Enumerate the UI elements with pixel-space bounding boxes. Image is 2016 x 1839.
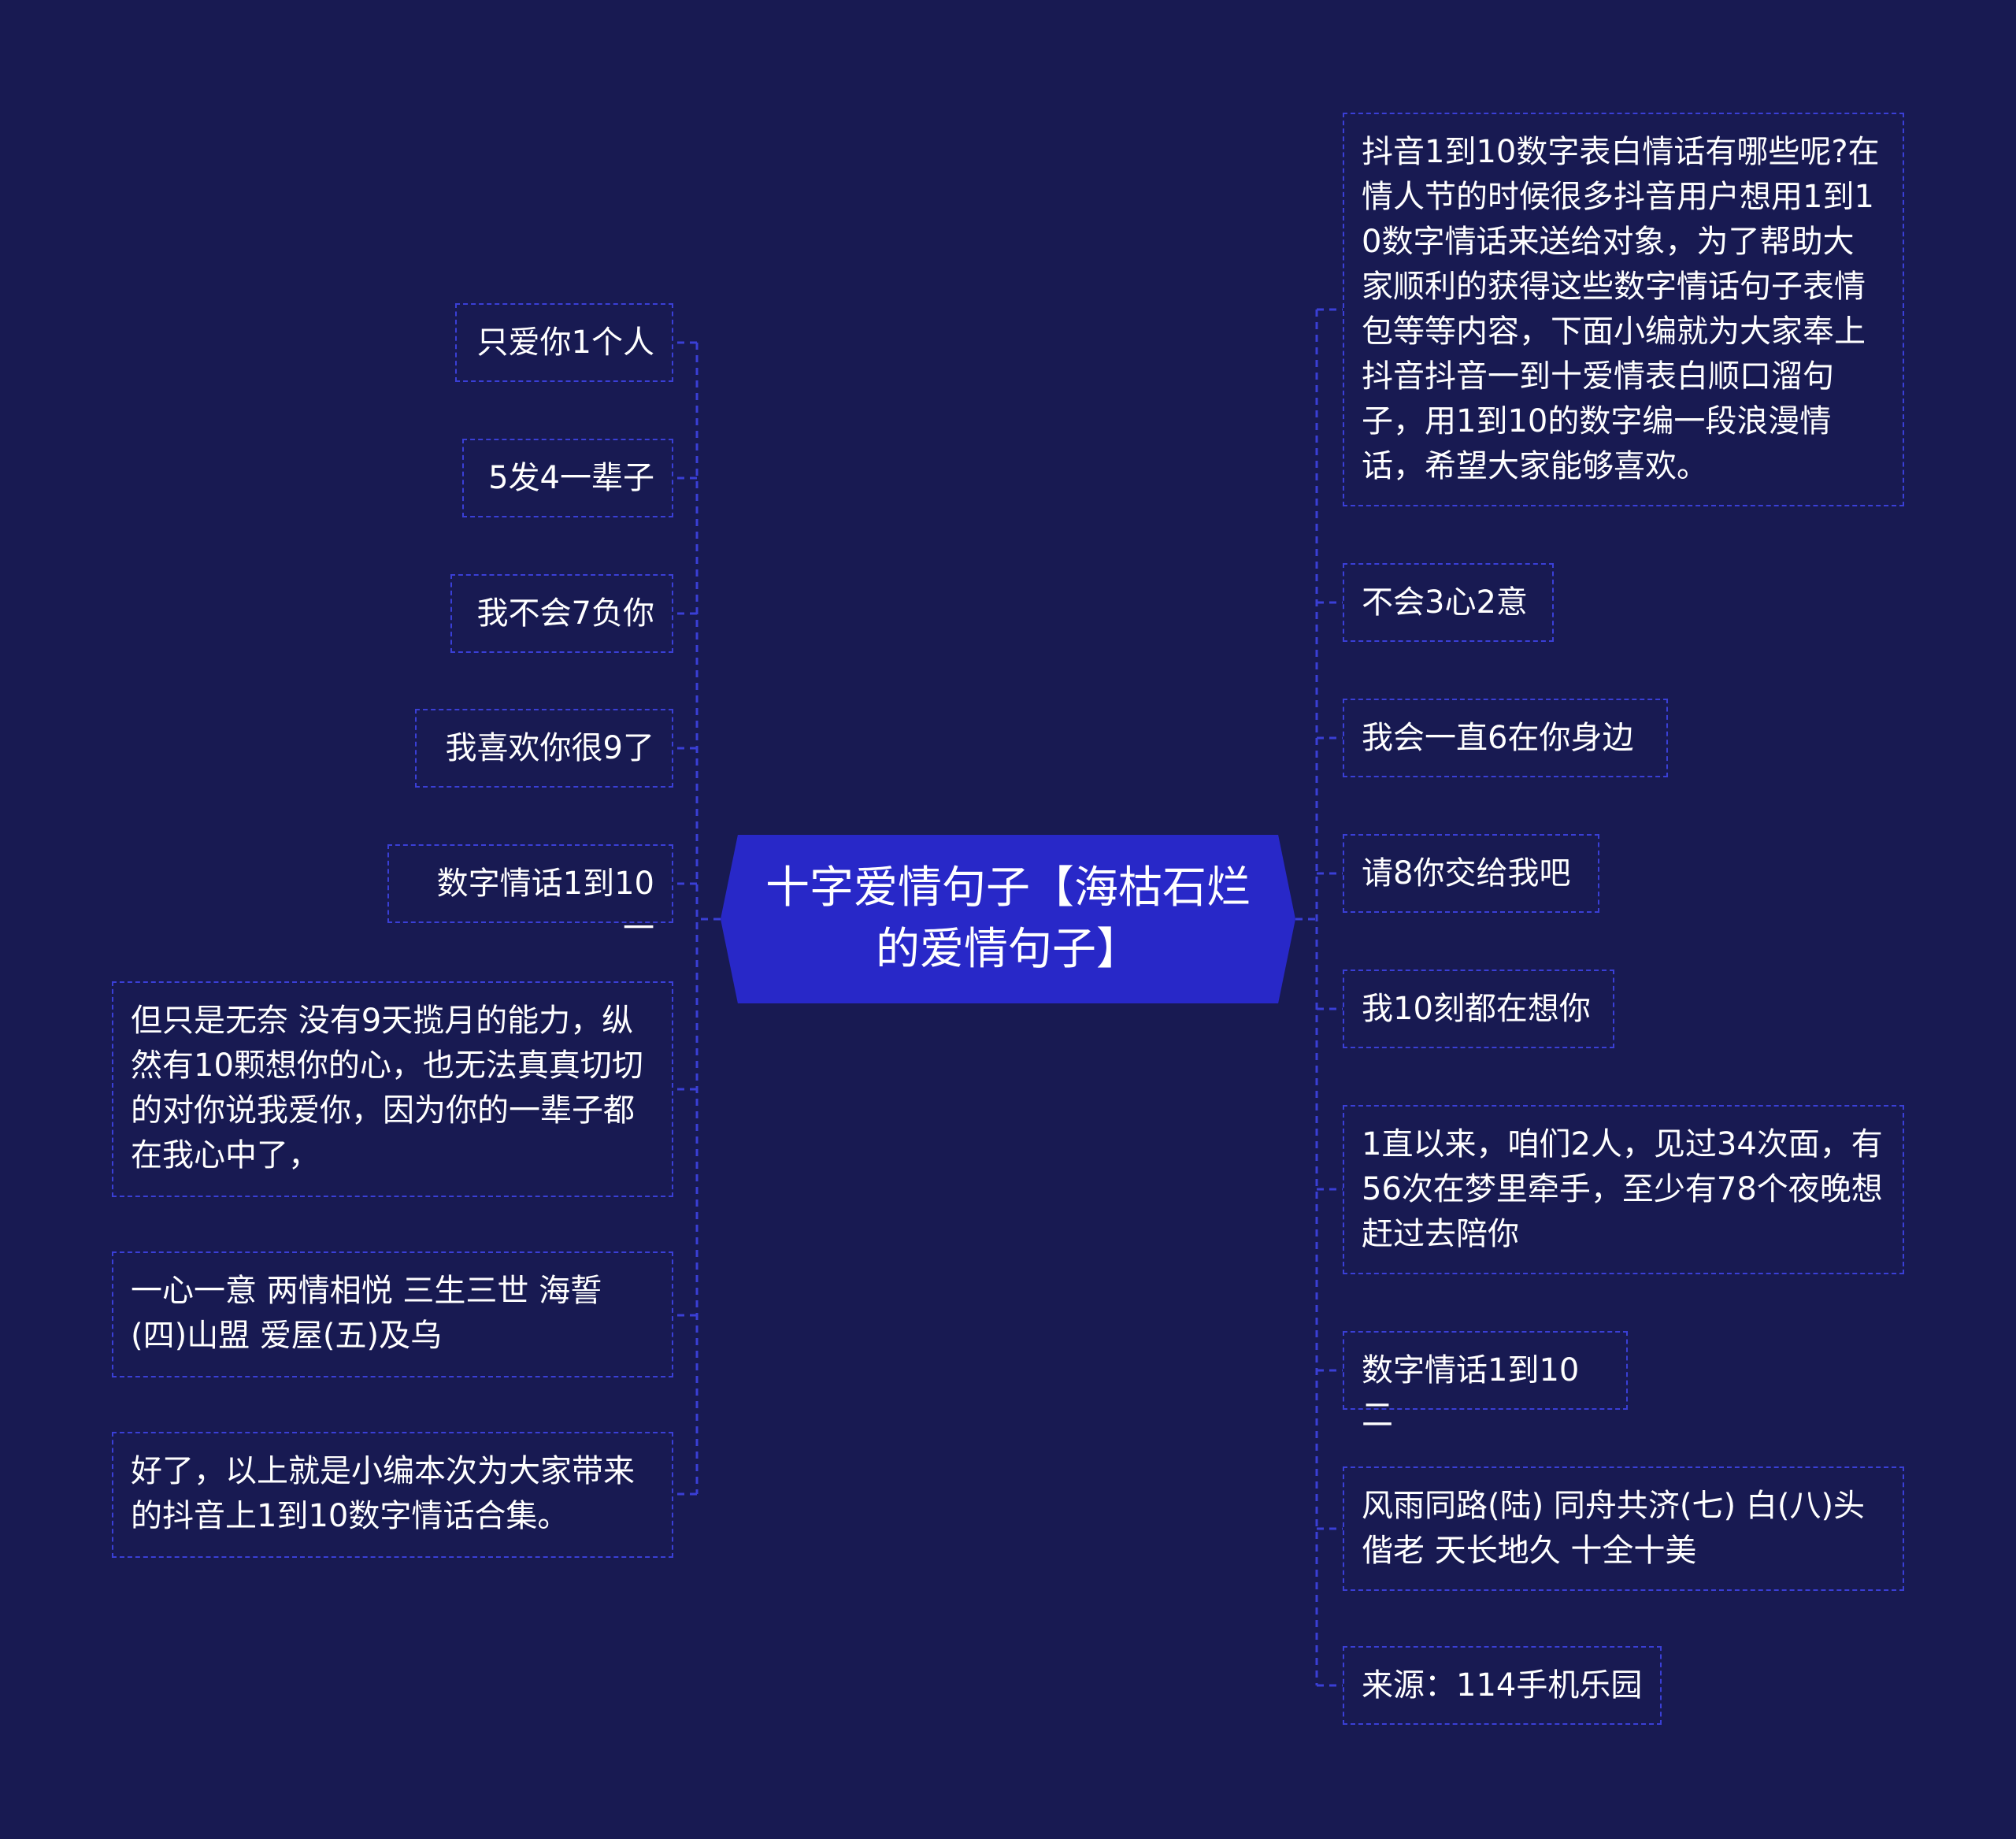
left-node-label: 我喜欢你很9了 bbox=[445, 730, 654, 766]
right-node-6[interactable]: 1直以来，咱们2人，见过34次面，有56次在梦里牵手，至少有78个夜晚想赶过去陪… bbox=[1343, 1105, 1904, 1274]
left-node-label: 但只是无奈 没有9天揽月的能力，纵然有10颗想你的心，也无法真真切切的对你说我爱… bbox=[131, 1003, 643, 1173]
right-node-7[interactable]: 数字情话1到10二 bbox=[1343, 1331, 1628, 1433]
right-node-label: 我10刻都在想你 bbox=[1362, 991, 1591, 1027]
right-node-label: 风雨同路(陆) 同舟共济(七) 白(八)头偕老 天长地久 十全十美 bbox=[1362, 1488, 1866, 1569]
left-node-label: 好了，以上就是小编本次为大家带来的抖音上1到10数字情话合集。 bbox=[131, 1453, 635, 1534]
left-node-label: 一心一意 两情相悦 三生三世 海誓(四)山盟 爱屋(五)及乌 bbox=[131, 1273, 602, 1354]
right-node-label: 来源：114手机乐园 bbox=[1362, 1667, 1643, 1704]
left-node-2[interactable]: 5发4一辈子 bbox=[462, 439, 673, 517]
central-topic[interactable]: 十字爱情句子【海枯石烂的爱情句子】 bbox=[721, 835, 1295, 1003]
left-node-6[interactable]: 但只是无奈 没有9天揽月的能力，纵然有10颗想你的心，也无法真真切切的对你说我爱… bbox=[112, 981, 673, 1197]
right-node-1[interactable]: 抖音1到10数字表白情话有哪些呢?在情人节的时候很多抖音用户想用1到10数字情话… bbox=[1343, 113, 1904, 506]
right-node-label: 1直以来，咱们2人，见过34次面，有56次在梦里牵手，至少有78个夜晚想赶过去陪… bbox=[1362, 1126, 1883, 1252]
right-node-4[interactable]: 请8你交给我吧 bbox=[1343, 834, 1599, 913]
left-node-label: 只爱你1个人 bbox=[476, 324, 654, 361]
right-node-label: 我会一直6在你身边 bbox=[1362, 720, 1634, 756]
left-node-label: 我不会7负你 bbox=[476, 595, 654, 632]
left-node-label: 数字情话1到10一 bbox=[436, 866, 654, 947]
right-node-label: 数字情话1到10二 bbox=[1362, 1352, 1580, 1433]
right-node-label: 请8你交给我吧 bbox=[1362, 855, 1571, 892]
left-node-label: 5发4一辈子 bbox=[488, 460, 654, 496]
right-node-label: 不会3心2意 bbox=[1362, 584, 1528, 621]
right-node-2[interactable]: 不会3心2意 bbox=[1343, 563, 1554, 642]
right-node-5[interactable]: 我10刻都在想你 bbox=[1343, 970, 1614, 1048]
left-node-8[interactable]: 好了，以上就是小编本次为大家带来的抖音上1到10数字情话合集。 bbox=[112, 1432, 673, 1558]
right-node-8[interactable]: 风雨同路(陆) 同舟共济(七) 白(八)头偕老 天长地久 十全十美 bbox=[1343, 1466, 1904, 1591]
right-node-label: 抖音1到10数字表白情话有哪些呢?在情人节的时候很多抖音用户想用1到10数字情话… bbox=[1362, 134, 1880, 484]
left-connector-trunk bbox=[695, 343, 721, 1494]
left-node-3[interactable]: 我不会7负你 bbox=[450, 574, 673, 653]
right-node-3[interactable]: 我会一直6在你身边 bbox=[1343, 699, 1668, 777]
left-node-4[interactable]: 我喜欢你很9了 bbox=[415, 709, 673, 788]
left-node-1[interactable]: 只爱你1个人 bbox=[455, 303, 673, 382]
left-node-7[interactable]: 一心一意 两情相悦 三生三世 海誓(四)山盟 爱屋(五)及乌 bbox=[112, 1251, 673, 1377]
left-node-5[interactable]: 数字情话1到10一 bbox=[387, 844, 673, 947]
right-connector-trunk bbox=[1295, 310, 1318, 1685]
central-topic-label: 十字爱情句子【海枯石烂的爱情句子】 bbox=[765, 862, 1251, 975]
right-node-9[interactable]: 来源：114手机乐园 bbox=[1343, 1646, 1662, 1725]
